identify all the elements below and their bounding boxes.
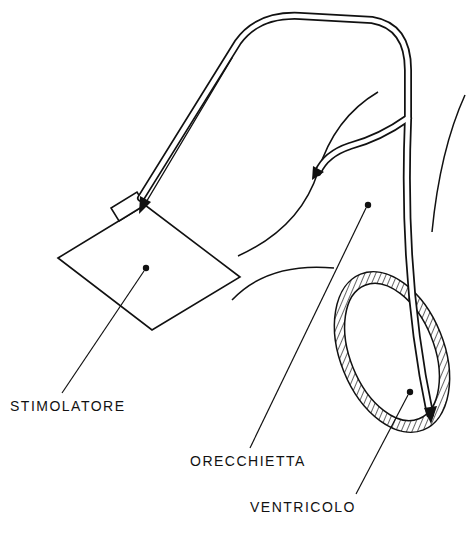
- arrow-head: [312, 166, 324, 180]
- stimulator-box: [58, 205, 240, 330]
- leader-line: [62, 271, 144, 393]
- atrium-wall: [232, 267, 334, 300]
- pacing-lead: [141, 16, 430, 414]
- ventricle-wall: [312, 255, 469, 450]
- marker-dot: [407, 389, 413, 395]
- heart-wall: [432, 95, 465, 232]
- marker-dot: [143, 265, 149, 271]
- atrium-wall: [238, 92, 378, 256]
- part-label: ORECCHIETTA: [190, 454, 306, 469]
- leader-line: [356, 395, 408, 494]
- leader-line: [250, 208, 366, 448]
- marker-dot: [365, 202, 371, 208]
- arrow-head: [139, 196, 151, 214]
- part-label: VENTRICOLO: [250, 500, 356, 515]
- arrow-head: [424, 406, 437, 424]
- part-label: STIMOLATORE: [10, 399, 126, 414]
